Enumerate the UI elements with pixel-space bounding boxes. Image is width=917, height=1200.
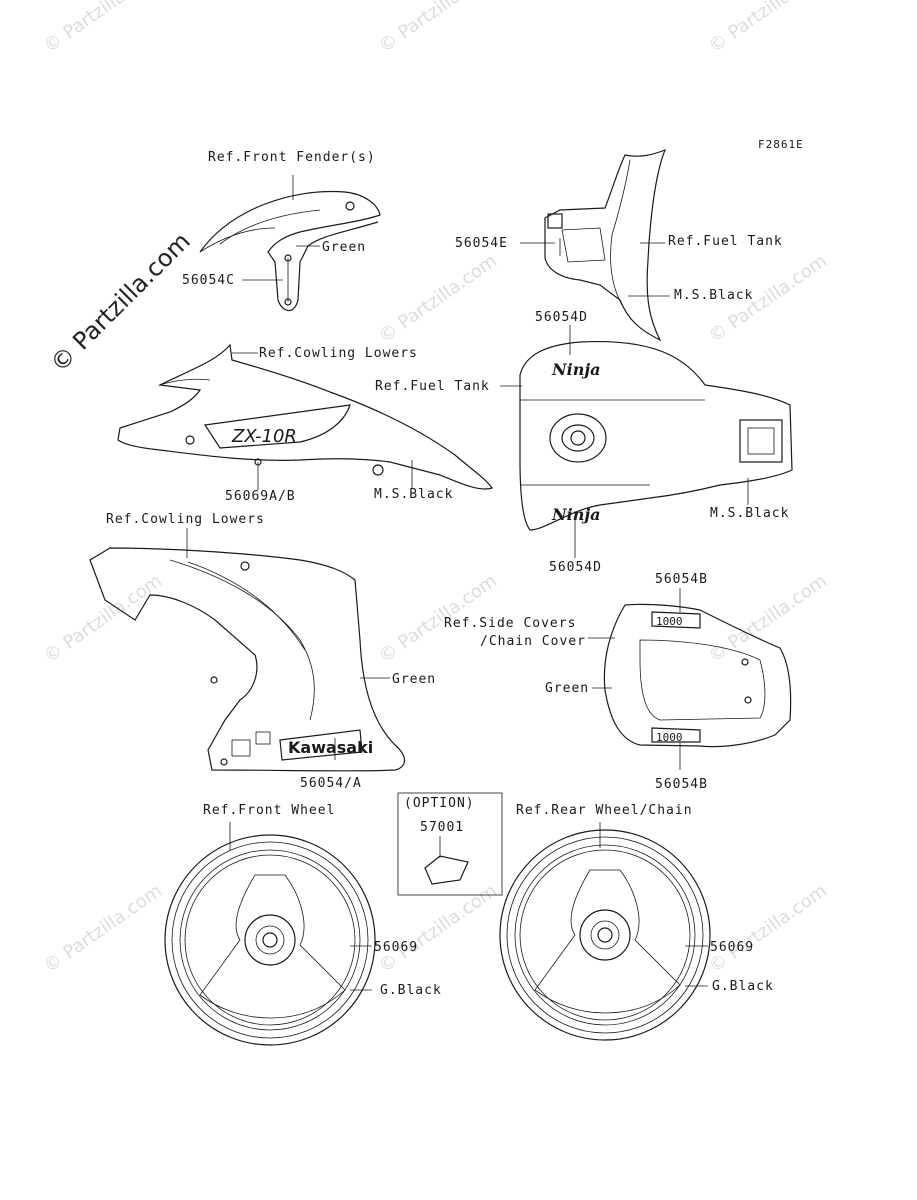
fuel-tank-ref: Ref.Fuel Tank bbox=[375, 379, 490, 394]
front-wheel-drawing bbox=[164, 822, 376, 1046]
fuel-tank-drawing: Ninja Ninja bbox=[500, 325, 793, 558]
front-fender-ref: Ref.Front Fender(s) bbox=[208, 150, 376, 165]
rear-wheel-color-label: G.Black bbox=[712, 979, 774, 994]
front-wheel-color-label: G.Black bbox=[380, 983, 442, 998]
front-wheel-part-number: 56069 bbox=[374, 940, 419, 955]
fuel-tank-part-number-bottom: 56054D bbox=[549, 560, 602, 575]
tank-cover-part-number: 56054E bbox=[455, 236, 508, 251]
tank-cover-drawing bbox=[520, 148, 670, 342]
rear-wheel-drawing bbox=[499, 822, 711, 1041]
upper-cowling-drawing: ZX-10R bbox=[117, 343, 493, 490]
brand-decal: Kawasaki bbox=[288, 738, 373, 757]
tank-logo-top: Ninja bbox=[551, 360, 601, 379]
rear-wheel-part-number: 56069 bbox=[710, 940, 755, 955]
side-cover-ref: Ref.Side Covers bbox=[444, 616, 577, 631]
side-cover-color-label: Green bbox=[545, 681, 590, 696]
upper-cowling-part-number: 56069A/B bbox=[225, 489, 296, 504]
tank-cover-ref: Ref.Fuel Tank bbox=[668, 234, 783, 249]
fuel-tank-color-label: M.S.Black bbox=[710, 506, 790, 521]
side-cover-logo-top: 1000 bbox=[656, 615, 683, 628]
side-cover-logo-bottom: 1000 bbox=[656, 731, 683, 744]
side-cover-ref-line-2: /Chain Cover bbox=[480, 634, 586, 649]
option-part-number: 57001 bbox=[420, 820, 465, 835]
side-cover-part-number-bottom: 56054B bbox=[655, 777, 708, 792]
lower-cowling-drawing: Kawasaki bbox=[89, 528, 405, 772]
side-cover-drawing: 1000 1000 bbox=[588, 588, 792, 770]
front-wheel-ref: Ref.Front Wheel bbox=[203, 803, 336, 818]
tank-cover-color-label: M.S.Black bbox=[674, 288, 754, 303]
lower-cowling-ref: Ref.Cowling Lowers bbox=[106, 512, 265, 527]
lower-cowling-color-label: Green bbox=[392, 672, 437, 687]
figure-code: F2861E bbox=[758, 138, 804, 151]
option-label: (OPTION) bbox=[404, 796, 475, 811]
upper-cowling-ref: Ref.Cowling Lowers bbox=[259, 346, 418, 361]
fuel-tank-part-number-top: 56054D bbox=[535, 310, 588, 325]
front-fender-drawing bbox=[199, 175, 381, 312]
lower-cowling-part-number: 56054/A bbox=[300, 776, 362, 791]
rear-wheel-ref: Ref.Rear Wheel/Chain bbox=[516, 803, 693, 818]
option-part-drawing bbox=[397, 792, 503, 896]
upper-cowling-color-label: M.S.Black bbox=[374, 487, 454, 502]
cowl-logo: ZX-10R bbox=[231, 426, 297, 447]
fender-color-label: Green bbox=[322, 240, 367, 255]
side-cover-part-number-top: 56054B bbox=[655, 572, 708, 587]
fender-part-number: 56054C bbox=[182, 273, 235, 288]
tank-logo-bottom: Ninja bbox=[551, 505, 601, 524]
